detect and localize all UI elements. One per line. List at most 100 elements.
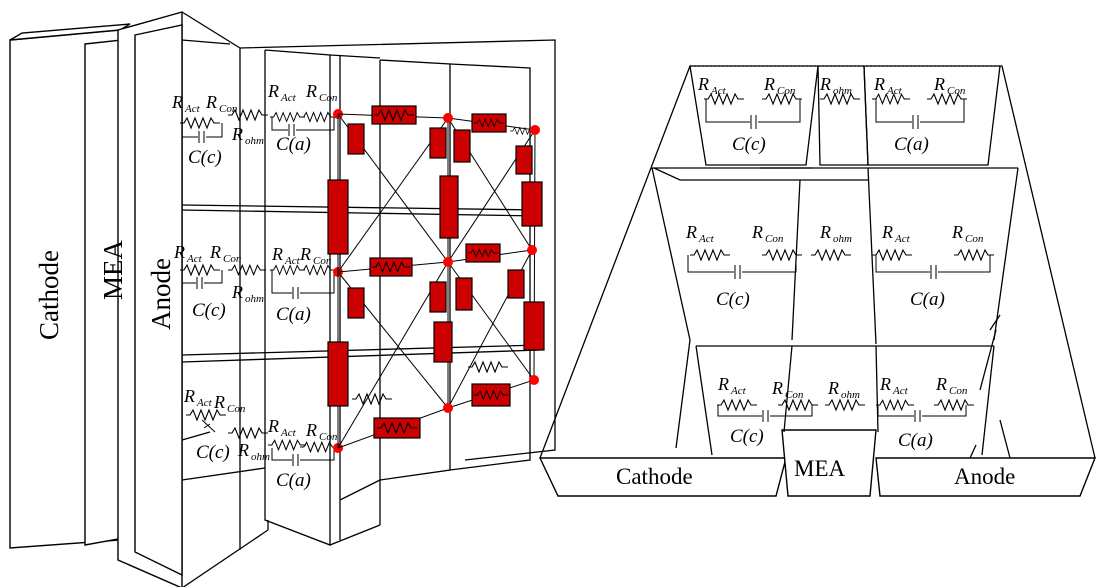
node — [443, 113, 453, 123]
r-ohm-label: R — [827, 378, 839, 398]
r-con-sub: Con — [319, 92, 338, 104]
r-con-label: R — [305, 81, 317, 101]
back-frame — [181, 11, 556, 587]
r-act-label: R — [881, 222, 893, 242]
right-level-3-circuit: R Act R Con R ohm R Act R Con C(c) C(a) — [716, 374, 975, 451]
r-ohm-label: R — [819, 222, 831, 242]
r-con-sub: Con — [785, 389, 804, 401]
r-act-sub: Act — [186, 253, 203, 265]
r-ohm-label: R — [231, 124, 243, 144]
right-level-2-circuit: R Act R Con R ohm R Act R Con C(c) C(a) — [685, 222, 995, 310]
resistor-block — [507, 269, 525, 299]
r-ohm-label: R — [231, 282, 243, 302]
r-con-label: R — [951, 222, 963, 242]
r-act-label: R — [685, 222, 697, 242]
r-con-sub: Con — [219, 103, 238, 115]
r-con-sub: Con — [949, 385, 968, 397]
resistor-block — [521, 181, 543, 227]
r-con-label: R — [763, 74, 775, 94]
r-con-label: R — [205, 92, 217, 112]
nodes — [443, 113, 540, 413]
r-act-label: R — [183, 386, 195, 406]
right-level-1-circuit: R Act R Con R ohm R Act R Con C(c) C(a) — [697, 74, 968, 155]
r-con-label: R — [771, 378, 783, 398]
right-mea-block — [781, 429, 877, 497]
r-act-sub: Act — [196, 397, 213, 409]
c-a-label: C(a) — [276, 304, 311, 325]
r-con-sub: Con — [777, 85, 796, 97]
node — [527, 245, 537, 255]
r-act-sub: Act — [730, 385, 747, 397]
resistor-block — [327, 341, 349, 407]
left-cathode-label: Cathode — [34, 250, 64, 340]
r-act-label: R — [879, 374, 891, 394]
r-con-sub: Con — [947, 85, 966, 97]
c-c-label: C(c) — [192, 300, 226, 321]
r-ohm-sub: ohm — [841, 389, 860, 401]
r-ohm-sub: ohm — [245, 135, 264, 147]
r-con-sub: Con — [227, 403, 246, 415]
resistor-block — [453, 129, 471, 163]
r-act-sub: Act — [280, 427, 297, 439]
resistor-block — [471, 383, 511, 407]
c-c-label: C(c) — [730, 426, 764, 447]
r-act-sub: Act — [698, 233, 715, 245]
r-con-sub: Con — [765, 233, 784, 245]
resistor-block — [455, 277, 473, 311]
right-anode-block — [875, 457, 1097, 497]
r-ohm-label: R — [237, 440, 249, 460]
left-mea-label: MEA — [98, 240, 128, 301]
r-act-sub: Act — [184, 103, 201, 115]
c-c-label: C(c) — [732, 134, 766, 155]
r-con-label: R — [935, 374, 947, 394]
c-a-label: C(a) — [276, 134, 311, 155]
right-anode-label: Anode — [954, 464, 1015, 489]
resistor-block — [465, 243, 501, 263]
r-con-label: R — [209, 242, 221, 262]
r-con-label: R — [933, 74, 945, 94]
r-con-label: R — [751, 222, 763, 242]
resistor-block — [429, 127, 447, 159]
resistor-block — [429, 281, 447, 313]
r-con-sub: Con — [223, 253, 242, 265]
c-a-label: C(a) — [894, 134, 929, 155]
r-ohm-sub: ohm — [245, 293, 264, 305]
resistor-block — [347, 287, 365, 319]
r-ohm-sub: ohm — [833, 233, 852, 245]
resistor-blocks — [327, 105, 545, 439]
left-circuit-row-1: R Act R Con R ohm R Act R Con C(c) C(a) — [171, 81, 343, 168]
right-cross-section: R Act R Con R ohm R Act R Con C(c) C(a) — [538, 65, 1097, 497]
right-level-frames — [651, 65, 1019, 459]
node — [443, 403, 453, 413]
left-anode-label: Anode — [146, 258, 176, 330]
r-act-sub: Act — [284, 255, 301, 267]
right-mea-label: MEA — [794, 456, 846, 481]
r-con-label: R — [299, 244, 311, 264]
resistor-block — [347, 123, 365, 155]
left-3d-stack: Cathode MEA Anode R Act R Con R ohm R Ac… — [9, 11, 556, 587]
c-c-label: C(c) — [716, 289, 750, 310]
resistor-block — [523, 301, 545, 351]
c-c-label: C(c) — [188, 147, 222, 168]
r-act-label: R — [271, 244, 283, 264]
r-ohm-sub: ohm — [251, 451, 270, 463]
node — [529, 375, 539, 385]
r-ohm-label: R — [819, 74, 831, 94]
right-cathode-block — [538, 457, 787, 497]
r-act-label: R — [267, 81, 279, 101]
r-act-sub: Act — [280, 92, 297, 104]
r-act-label: R — [697, 74, 709, 94]
resistor-block — [327, 179, 349, 255]
r-act-sub: Act — [886, 85, 903, 97]
r-act-sub: Act — [892, 385, 909, 397]
resistor-block — [471, 113, 507, 133]
c-a-label: C(a) — [910, 289, 945, 310]
r-act-sub: Act — [710, 85, 727, 97]
r-con-sub: Con — [313, 255, 332, 267]
r-act-label: R — [173, 242, 185, 262]
resistor-block — [433, 321, 453, 363]
r-con-label: R — [305, 420, 317, 440]
r-con-sub: Con — [319, 431, 338, 443]
r-con-sub: Con — [965, 233, 984, 245]
